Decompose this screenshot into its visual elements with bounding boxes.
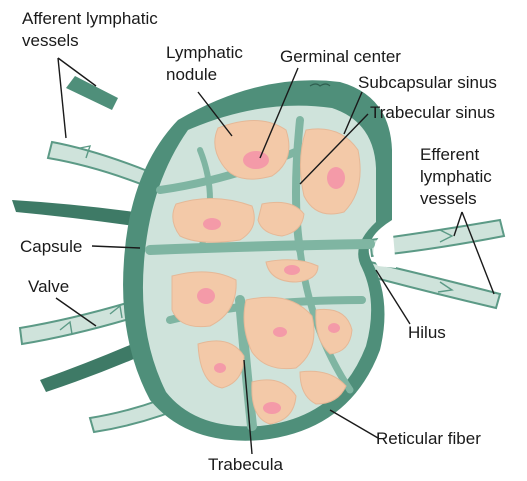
trabecula-1 [150,244,370,250]
germinal-center-8 [214,363,226,373]
germinal-center-1 [243,151,269,169]
germinal-center-9 [263,402,281,414]
germinal-center-5 [197,288,215,304]
label-trabecular-sinus: Trabecular sinus [370,103,495,122]
label-lymphatic-nodule-line2: nodule [166,65,217,84]
germinal-center-3 [203,218,221,230]
label-reticular-fiber: Reticular fiber [376,429,481,448]
afferent-vessel-upper [48,142,150,186]
label-germinal-center: Germinal center [280,47,401,66]
lymph-node [123,80,396,440]
label-efferent-line1: Efferent [420,145,480,164]
germinal-center-4 [284,265,300,275]
label-lymphatic-nodule-line1: Lymphatic [166,43,243,62]
label-hilus: Hilus [408,323,446,342]
label-subcapsular-sinus: Subcapsular sinus [358,73,497,92]
efferent-vessel-lower [368,262,500,308]
label-capsule: Capsule [20,237,82,256]
germinal-center-2 [327,167,345,189]
trabecula-3 [296,120,300,250]
germinal-center-7 [328,323,340,333]
label-afferent-line1: Afferent lymphatic [22,9,158,28]
afferent-vessel-top [66,76,118,110]
label-afferent-line2: vessels [22,31,79,50]
label-efferent-line2: lymphatic [420,167,492,186]
label-valve: Valve [28,277,69,296]
label-efferent-line3: vessels [420,189,477,208]
label-trabecula: Trabecula [208,455,284,474]
germinal-center-6 [273,327,287,337]
leader-afferent-a [58,58,66,138]
leader-reticular-fiber [330,410,378,438]
